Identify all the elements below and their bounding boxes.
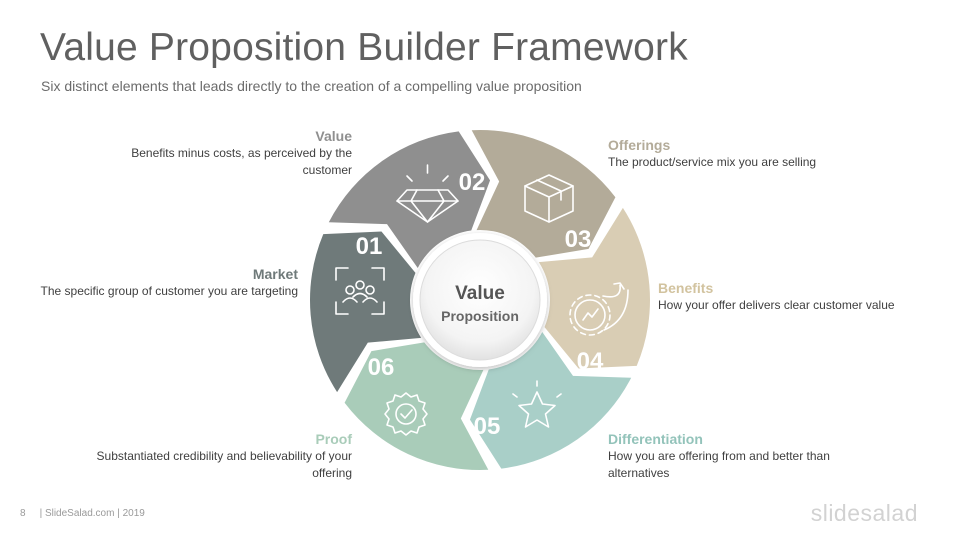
- page-subtitle: Six distinct elements that leads directl…: [41, 78, 582, 94]
- brand-logo: slidesalad: [810, 500, 918, 526]
- segment-heading: Offerings: [608, 137, 671, 153]
- footer-source: | SlideSalad.com | 2019: [39, 508, 145, 519]
- segment-description: The specific group of customer you are t…: [40, 284, 298, 298]
- segment-heading: Market: [252, 266, 298, 282]
- segment-benefits-text: Benefits How your offer delivers clear c…: [658, 279, 898, 314]
- segment-description: How your offer delivers clear customer v…: [658, 298, 895, 312]
- segment-differentiation-text: Differentiation How you are offering fro…: [608, 430, 870, 482]
- segment-heading: Proof: [315, 431, 352, 447]
- growth-gear-icon: [569, 282, 629, 336]
- center-circle: [419, 239, 541, 361]
- segment-market: [310, 231, 422, 393]
- segment-description: Substantiated credibility and believabil…: [96, 449, 352, 480]
- segment-description: How you are offering from and better tha…: [608, 449, 830, 480]
- center-subtitle: Proposition: [441, 308, 519, 324]
- segment-market-text: Market The specific group of customer yo…: [40, 265, 298, 300]
- segment-proof-text: Proof Substantiated credibility and beli…: [80, 430, 352, 482]
- star-icon: [512, 380, 562, 428]
- segment-differentiation: [469, 331, 632, 469]
- badge-check-icon: [384, 392, 428, 436]
- segment-description: Benefits minus costs, as perceived by th…: [131, 146, 352, 177]
- segment-number: 02: [459, 169, 486, 196]
- page-number: 8: [20, 508, 26, 519]
- segment-value-text: Value Benefits minus costs, as perceived…: [80, 127, 352, 179]
- segment-number: 05: [474, 413, 501, 440]
- segment-heading: Differentiation: [608, 431, 703, 447]
- segment-benefits: [538, 207, 651, 369]
- segment-description: The product/service mix you are selling: [608, 155, 817, 169]
- segment-number: 06: [368, 354, 395, 381]
- segment-heading: Benefits: [658, 280, 714, 296]
- target-people-icon: [335, 267, 385, 315]
- page-title: Value Proposition Builder Framework: [40, 26, 688, 69]
- segment-number: 04: [577, 348, 604, 375]
- segment-heading: Value: [315, 128, 352, 144]
- segment-value: [328, 131, 491, 269]
- segment-offerings-text: Offerings The product/service mix you ar…: [608, 136, 878, 171]
- footer: 8 | SlideSalad.com | 2019: [20, 508, 159, 519]
- center-title: Value: [455, 283, 505, 304]
- diamond-icon: [396, 164, 459, 223]
- segment-number: 01: [356, 233, 383, 260]
- segment-proof: [344, 342, 489, 471]
- box-icon: [524, 174, 574, 223]
- segment-number: 03: [565, 226, 592, 253]
